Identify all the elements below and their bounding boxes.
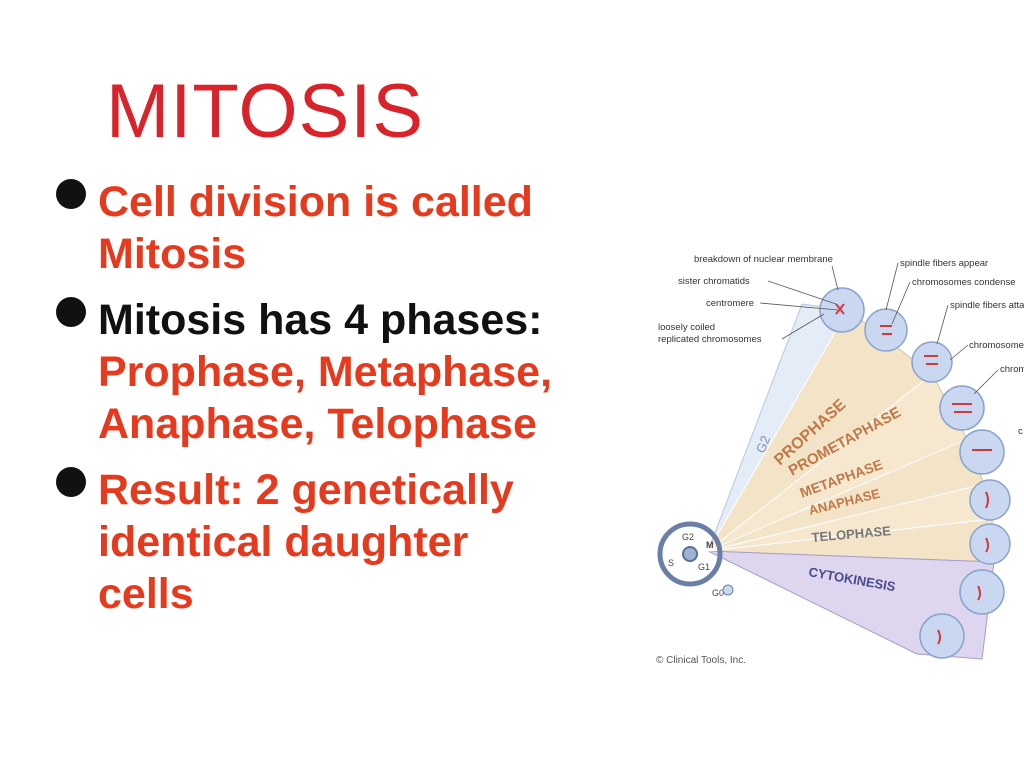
bullet-line: Prophase, Metaphase, <box>98 348 553 396</box>
mitosis-diagram: G2 PROPHASE PROMETAPHASE METAPHASE ANAPH… <box>656 254 1024 666</box>
label-c: c <box>1018 426 1023 437</box>
cell-cycle-ring <box>657 521 723 587</box>
label-spindle-appear: spindle fibers appear <box>900 258 988 269</box>
cycle-label-g2: G2 <box>682 532 694 542</box>
bullet-line: Result: 2 genetically <box>98 466 514 514</box>
label-chromosome: chromosome <box>969 340 1024 351</box>
label-chrom: chrom <box>1000 364 1024 375</box>
phase-label-telophase: TELOPHASE <box>811 523 892 545</box>
cell-circles <box>819 287 1011 659</box>
phase-label-g2: G2 <box>753 433 773 455</box>
credit-text: © Clinical Tools, Inc. <box>656 655 746 666</box>
label-spindle-attach: spindle fibers atta <box>950 300 1024 311</box>
bullet-item: Cell division is called Mitosis <box>56 176 626 280</box>
cycle-label-g0: G0 <box>712 588 724 598</box>
bullet-line: Cell division is called <box>98 178 533 226</box>
label-loosely-coiled: loosely coiled <box>658 322 715 333</box>
slide-title: MITOSIS <box>106 69 425 154</box>
bullet-heading: Mitosis has 4 phases: <box>98 296 543 344</box>
cycle-center-icon <box>682 546 698 562</box>
bullet-dot-icon <box>56 467 86 497</box>
bullet-list: Cell division is called Mitosis Mitosis … <box>56 176 626 634</box>
label-sister-chromatids: sister chromatids <box>678 276 750 287</box>
g0-cell-icon <box>722 584 734 596</box>
bullet-item: Result: 2 genetically identical daughter… <box>56 464 626 620</box>
cycle-label-s: S <box>668 558 674 568</box>
bullet-dot-icon <box>56 179 86 209</box>
bullet-line: cells <box>98 570 194 618</box>
cycle-label-g1: G1 <box>698 562 710 572</box>
label-leader-lines <box>759 262 999 395</box>
label-replicated-chromosomes: replicated chromosomes <box>658 334 762 345</box>
bullet-dot-icon <box>56 297 86 327</box>
bullet-line: Mitosis <box>98 230 247 278</box>
label-nuclear-membrane: breakdown of nuclear membrane <box>694 254 833 265</box>
label-chromosomes-condense: chromosomes condense <box>912 277 1016 288</box>
label-centromere: centromere <box>706 298 754 309</box>
bullet-line: identical daughter <box>98 518 469 566</box>
chromosome-marks <box>835 303 992 645</box>
bullet-line: Anaphase, Telophase <box>98 400 537 448</box>
bullet-item: Mitosis has 4 phases: Prophase, Metaphas… <box>56 294 626 450</box>
cycle-label-m: M <box>706 540 714 550</box>
